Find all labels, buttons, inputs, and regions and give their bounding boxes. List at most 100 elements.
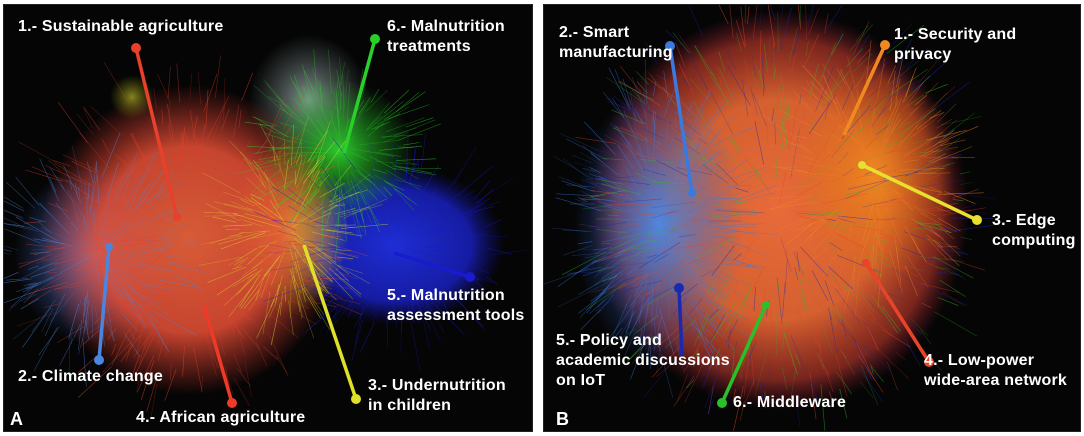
network-edge <box>341 179 372 216</box>
network-edge <box>710 302 736 343</box>
network-edge <box>232 266 243 270</box>
network-edge <box>891 217 903 220</box>
network-edge <box>32 197 49 213</box>
network-edge <box>595 247 608 254</box>
network-edge <box>276 242 319 246</box>
network-edge <box>870 215 873 231</box>
network-edge <box>582 266 609 277</box>
network-edge <box>917 172 951 175</box>
network-edge <box>832 210 846 228</box>
network-edge <box>321 282 352 290</box>
network-edge <box>449 194 458 203</box>
network-edge <box>586 274 618 314</box>
network-edge <box>434 304 465 335</box>
network-edge <box>638 294 644 324</box>
network-edge <box>809 378 819 403</box>
network-edge <box>88 204 95 230</box>
network-edge <box>833 331 838 349</box>
network-edge <box>692 136 724 157</box>
network-edge <box>140 360 155 400</box>
network-edge <box>611 109 646 125</box>
network-edge <box>799 93 802 105</box>
network-edge <box>270 178 297 200</box>
network-edge <box>243 195 274 219</box>
network-edge <box>272 135 276 167</box>
network-edge <box>318 174 330 187</box>
network-edge <box>692 112 717 136</box>
network-edge <box>919 86 956 119</box>
network-edge <box>959 182 973 185</box>
network-edge <box>117 267 159 295</box>
network-edge <box>872 245 875 271</box>
network-edge <box>653 316 657 337</box>
network-edge <box>87 182 90 200</box>
network-edge <box>49 178 57 193</box>
network-edge <box>288 300 294 336</box>
network-edge <box>942 207 986 216</box>
network-edge <box>937 192 984 195</box>
network-edge <box>579 151 606 168</box>
network-edge <box>879 23 913 60</box>
network-edge <box>878 87 907 117</box>
network-edge <box>656 129 662 147</box>
network-edge <box>594 246 640 262</box>
network-edge <box>276 95 307 126</box>
network-edge <box>338 194 340 228</box>
network-edge <box>644 130 658 178</box>
network-edge <box>701 156 724 170</box>
network-edge <box>591 253 623 264</box>
network-edge <box>358 96 371 114</box>
network-edge <box>905 75 914 98</box>
network-edge <box>233 258 244 266</box>
network-edge <box>406 137 409 176</box>
network-edge <box>465 197 491 215</box>
network-edge <box>267 95 286 137</box>
network-edge <box>587 131 607 141</box>
network-edge <box>307 162 320 178</box>
pointer-lines-a <box>94 34 475 408</box>
network-edge <box>261 306 299 339</box>
network-edge <box>680 283 699 298</box>
network-edge <box>842 104 850 122</box>
network-edge <box>876 119 892 133</box>
network-edge <box>648 253 655 271</box>
network-edge <box>294 177 308 206</box>
network-edge <box>216 283 234 300</box>
network-edge <box>574 198 585 203</box>
network-edge <box>309 105 331 134</box>
network-edge <box>620 137 642 168</box>
network-edge <box>661 226 698 241</box>
network-edge <box>377 113 401 125</box>
network-edge <box>328 242 340 249</box>
network-edge <box>589 299 606 315</box>
network-edge <box>301 285 321 319</box>
network-edge <box>952 188 979 199</box>
network-edge <box>4 292 31 304</box>
network-edge <box>333 272 358 279</box>
network-edge <box>937 297 959 306</box>
network-edge <box>633 271 654 287</box>
network-edge <box>779 218 807 230</box>
network-edge <box>724 292 749 332</box>
network-edge <box>694 45 713 75</box>
network-edge <box>264 132 292 143</box>
network-edge <box>76 113 94 135</box>
network-edge <box>912 63 945 93</box>
network-edge <box>689 228 703 232</box>
network-edge <box>410 200 419 220</box>
network-edge <box>615 126 632 133</box>
network-edge <box>236 367 252 387</box>
network-edge <box>337 160 343 199</box>
network-edge <box>617 144 634 170</box>
network-edge <box>269 147 312 149</box>
network-edge <box>807 195 818 201</box>
network-edge <box>136 322 145 354</box>
network-edge <box>324 174 353 213</box>
network-edge <box>608 155 627 160</box>
network-edge <box>895 58 903 88</box>
network-edge <box>858 94 889 134</box>
network-edge <box>928 228 945 240</box>
network-edge <box>814 173 854 179</box>
network-edge <box>454 240 477 246</box>
network-edge <box>267 96 290 108</box>
